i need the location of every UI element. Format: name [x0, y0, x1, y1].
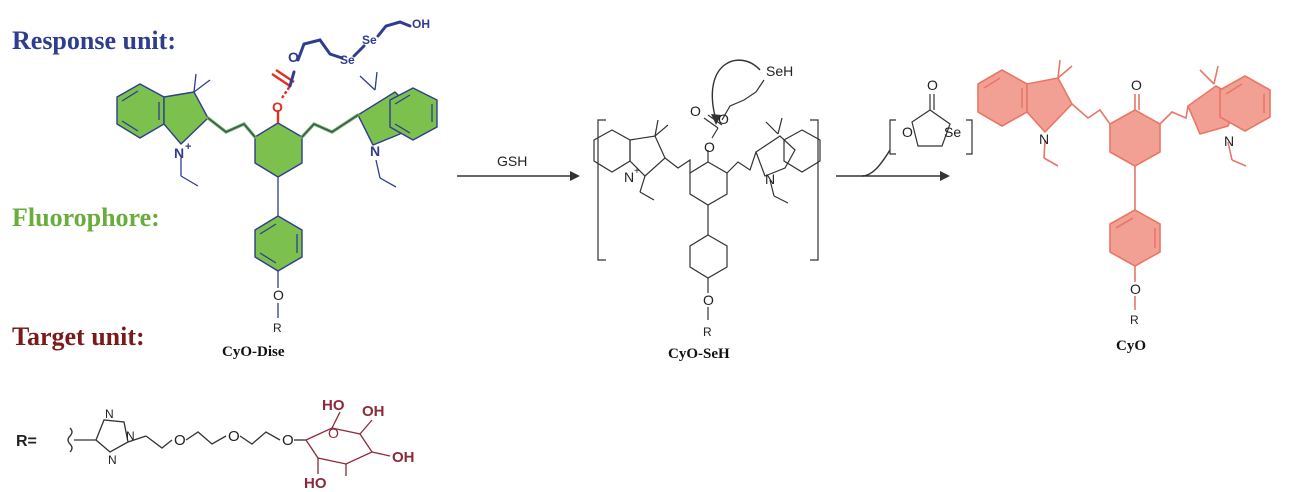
- compound-label-cyo-dise: CyO-Dise: [222, 344, 285, 360]
- r-equals-label: R=: [16, 433, 37, 450]
- carbonate-oxygen: O: [272, 99, 283, 115]
- seh-carbonyl-oxygen: O: [690, 103, 701, 119]
- right-benzo-ring: [389, 87, 438, 141]
- compound-cyo-dise: O O Se Se OH N + N O R CyO-Dise: [116, 17, 438, 360]
- r-group-definition: R= N N N O O O O HO OH OH HO: [16, 397, 415, 492]
- positive-charge: +: [185, 141, 191, 153]
- reagent-gsh: GSH: [497, 153, 527, 169]
- seh-nitrogen-left: N: [624, 169, 634, 185]
- peg-oxygen-3: O: [282, 432, 294, 449]
- peg-oxygen-1: O: [174, 432, 186, 449]
- hydroxyl-group: OH: [412, 17, 430, 31]
- sugar-hydroxyl-4: HO: [304, 475, 327, 492]
- reaction-arrow-gsh: GSH: [457, 153, 580, 181]
- target-unit-label: Target unit:: [12, 322, 145, 351]
- compound-label-cyo: CyO: [1116, 338, 1146, 354]
- compound-cyo: O N N O R CyO: [977, 59, 1271, 354]
- byproduct-carbonyl-oxygen: O: [927, 77, 938, 93]
- cyo-ketone-oxygen: O: [1131, 77, 1142, 93]
- seh-plus: +: [634, 166, 640, 177]
- triazole-n3: N: [108, 453, 117, 467]
- left-pyrrole-ring: [163, 91, 209, 145]
- left-benzo-ring: [116, 83, 165, 139]
- sugar-ring-oxygen: O: [328, 425, 339, 441]
- seh-oxygen-2: O: [718, 111, 729, 127]
- fluorophore-label: Fluorophore:: [12, 203, 160, 232]
- triazole-n1: N: [105, 407, 114, 421]
- cyo-nitrogen-right: N: [1224, 133, 1234, 149]
- compound-label-cyo-seh: CyO-SeH: [668, 346, 730, 362]
- byproduct-selenium: Se: [944, 124, 961, 140]
- selenol-group: SeH: [766, 63, 793, 79]
- response-unit-label: Response unit:: [12, 26, 176, 55]
- seh-ether-oxygen: O: [703, 292, 714, 308]
- r-group: R: [273, 321, 282, 335]
- indoline-nitrogen: N: [370, 143, 380, 159]
- sugar-hydroxyl-1: HO: [322, 397, 345, 414]
- triazole-n2: N: [126, 429, 135, 443]
- ester-oxygen: O: [288, 49, 299, 65]
- phenyl-ring: [254, 215, 303, 272]
- indolium-nitrogen: N: [174, 145, 184, 161]
- sugar-hydroxyl-2: OH: [362, 403, 385, 420]
- seh-oxygen-1: O: [704, 139, 715, 155]
- cyo-r-group: R: [1130, 313, 1139, 327]
- cyo-nitrogen-left: N: [1039, 131, 1049, 147]
- sugar-hydroxyl-3: OH: [392, 449, 415, 466]
- compound-cyo-seh: [593, 59, 821, 320]
- selenium-atom-1: Se: [340, 53, 355, 67]
- peg-oxygen-2: O: [228, 428, 240, 445]
- central-ring: [254, 122, 303, 178]
- selenium-atom-2: Se: [362, 33, 377, 47]
- cyo-ether-oxygen: O: [1130, 281, 1141, 297]
- seh-nitrogen-right: N: [765, 171, 775, 187]
- ether-oxygen: O: [273, 287, 284, 303]
- byproduct-ring-oxygen: O: [902, 124, 913, 140]
- seh-r-group: R: [703, 325, 712, 339]
- reaction-arrow-cyclization: [836, 94, 973, 177]
